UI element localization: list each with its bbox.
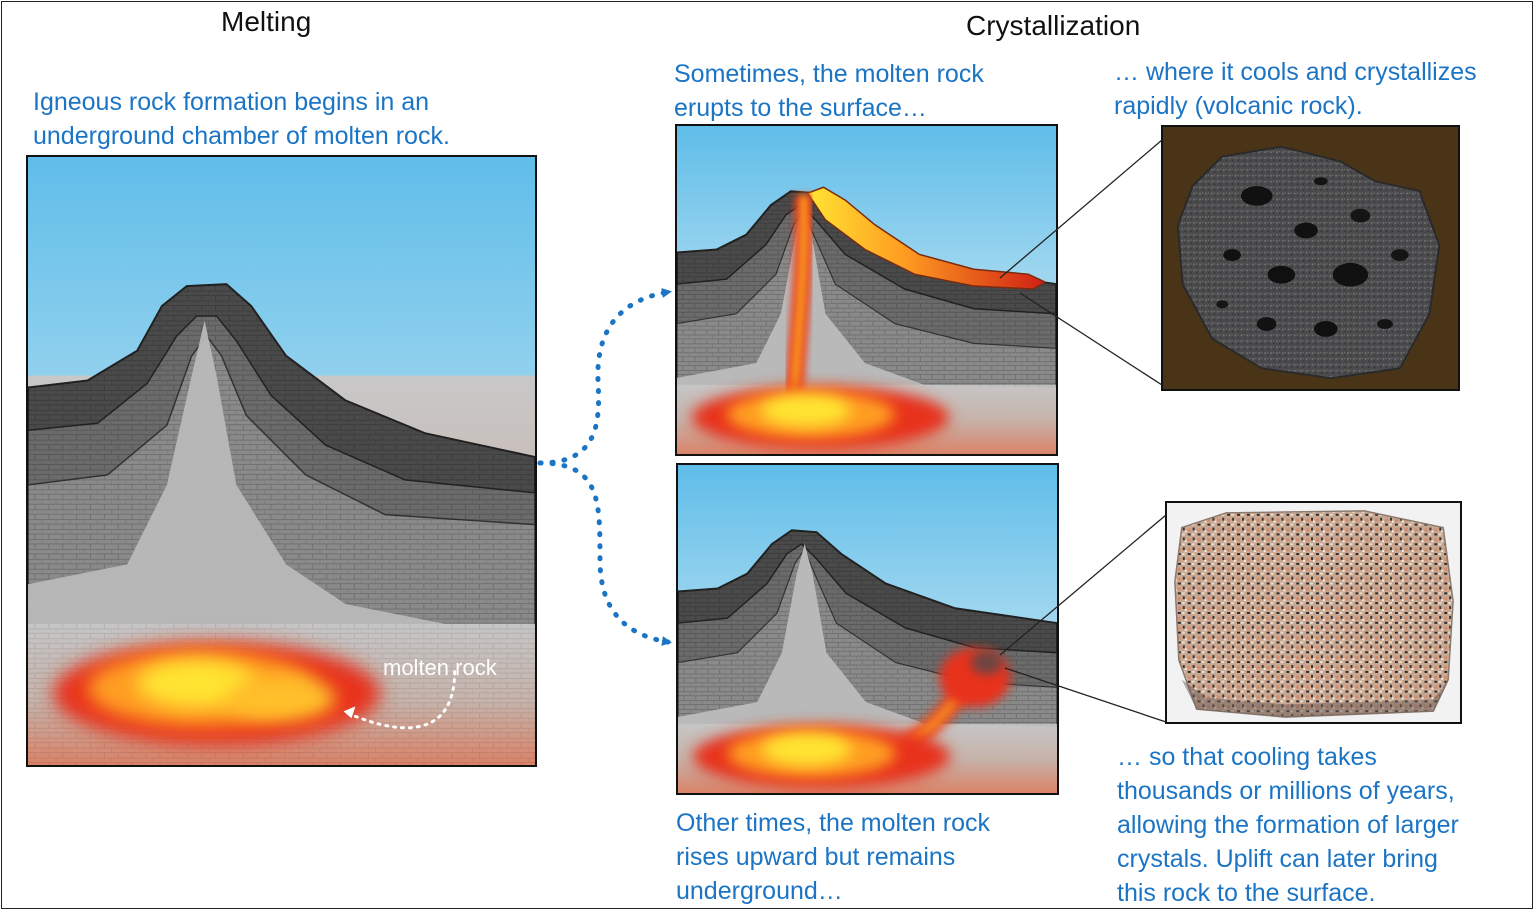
caption-line: underground… [676, 877, 843, 905]
crystallization-heading: Crystallization [966, 10, 1141, 41]
eruption-scene [675, 124, 1058, 456]
granite-photo-icon [1167, 503, 1460, 722]
caption-line: rapidly (volcanic rock). [1114, 92, 1363, 120]
intrusion-scene [676, 463, 1059, 795]
caption-volcanic-rock: … where it cools and crystallizes rapidl… [1114, 55, 1477, 123]
volcanic-rock-photo [1161, 125, 1460, 391]
caption-line: erupts to the surface… [674, 94, 927, 122]
plutonic-rock-photo [1165, 501, 1462, 724]
caption-line: … so that cooling takes [1117, 743, 1377, 771]
caption-line: rises upward but remains [676, 843, 956, 871]
magma-chamber [691, 385, 950, 450]
caption-line: allowing the formation of larger [1117, 811, 1459, 839]
caption-slow-cooling: … so that cooling takes thousands or mil… [1117, 740, 1459, 910]
molten-rock-pointer-arrow [342, 670, 457, 730]
caption-line: Sometimes, the molten rock [674, 60, 984, 88]
caption-line: … where it cools and crystallizes [1114, 58, 1477, 86]
volcano-cross-section-illustration [28, 157, 535, 765]
intrusion-volcano-illustration [678, 465, 1057, 793]
caption-erupts: Sometimes, the molten rock erupts to the… [674, 57, 984, 125]
magma-chamber [692, 724, 951, 789]
caption-line: Igneous rock formation begins in an [33, 88, 430, 116]
melting-heading: Melting [221, 6, 312, 37]
caption-line: underground chamber of molten rock. [33, 122, 450, 150]
caption-line: thousands or millions of years, [1117, 777, 1455, 805]
melting-volcano-scene [26, 155, 537, 767]
erupting-volcano-illustration [677, 126, 1056, 454]
caption-line: crystals. Uplift can later bring [1117, 845, 1438, 873]
caption-line: this rock to the surface. [1117, 879, 1376, 907]
caption-formation-begins: Igneous rock formation begins in an unde… [33, 85, 450, 153]
molten-rock-label: molten rock [383, 655, 497, 680]
caption-line: Other times, the molten rock [676, 809, 991, 837]
caption-remains-underground: Other times, the molten rock rises upwar… [676, 806, 990, 908]
vesicular-basalt-photo-icon [1163, 127, 1458, 389]
magma-chamber [52, 641, 381, 746]
